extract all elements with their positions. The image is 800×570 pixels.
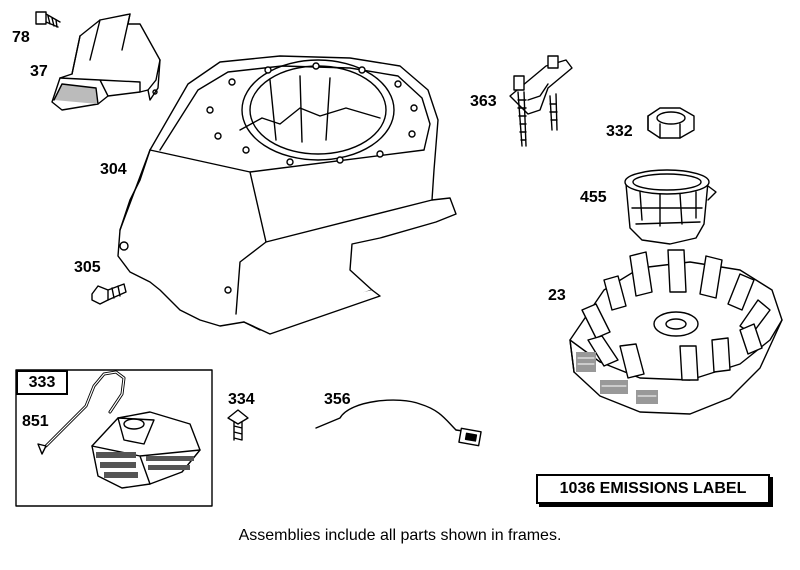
label-332: 332 bbox=[606, 123, 633, 140]
label-305: 305 bbox=[74, 259, 101, 276]
label-304: 304 bbox=[100, 161, 127, 178]
bolt-305-drawing bbox=[91, 283, 127, 305]
label-851: 851 bbox=[22, 413, 49, 430]
wire-356-drawing bbox=[315, 399, 482, 447]
label-356: 356 bbox=[324, 391, 351, 408]
emissions-label-box: 1036 EMISSIONS LABEL bbox=[536, 474, 770, 504]
label-78: 78 bbox=[12, 29, 30, 46]
ignition-coil-851-drawing bbox=[37, 370, 201, 489]
cup-455-drawing bbox=[624, 169, 717, 245]
nut-332-drawing bbox=[647, 107, 695, 139]
screw-78-drawing bbox=[35, 11, 61, 28]
flywheel-23-drawing bbox=[569, 249, 783, 415]
label-334: 334 bbox=[228, 391, 255, 408]
bracket-363-drawing bbox=[509, 55, 573, 147]
assembly-frame-333 bbox=[15, 369, 213, 507]
footnote: Assemblies include all parts shown in fr… bbox=[238, 527, 562, 544]
screw-334-drawing bbox=[227, 409, 249, 441]
label-37: 37 bbox=[30, 63, 48, 80]
label-455: 455 bbox=[580, 189, 607, 206]
blower-housing-304-drawing bbox=[117, 55, 457, 335]
label-363: 363 bbox=[470, 93, 497, 110]
shield-37-drawing bbox=[51, 13, 161, 111]
label-333: 333 bbox=[16, 370, 68, 395]
label-23: 23 bbox=[548, 287, 566, 304]
